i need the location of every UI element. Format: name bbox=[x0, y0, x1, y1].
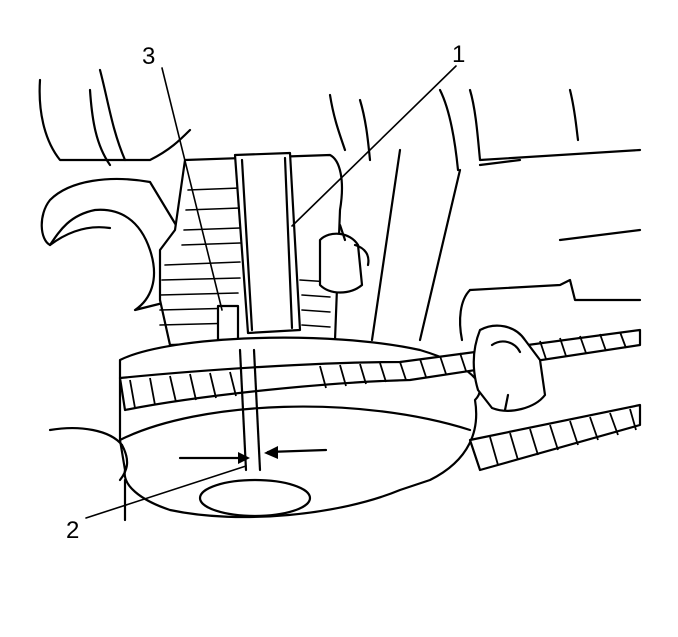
notch-marker bbox=[216, 304, 240, 342]
engine-housing bbox=[38, 68, 642, 342]
leader-lines bbox=[85, 65, 457, 519]
lower-frame bbox=[48, 427, 129, 522]
callout-3: 3 bbox=[142, 43, 155, 70]
leader-line-1 bbox=[291, 65, 457, 227]
sensor-connector bbox=[318, 223, 370, 294]
measurement-gap bbox=[178, 348, 328, 472]
leader-line-3 bbox=[161, 67, 223, 311]
callout-2: 2 bbox=[66, 517, 79, 544]
idler-pulley bbox=[40, 177, 187, 312]
alignment-tool bbox=[233, 151, 302, 335]
idler-bolt bbox=[472, 324, 547, 412]
leader-line-2 bbox=[85, 465, 247, 519]
callout-1: 1 bbox=[452, 41, 465, 68]
